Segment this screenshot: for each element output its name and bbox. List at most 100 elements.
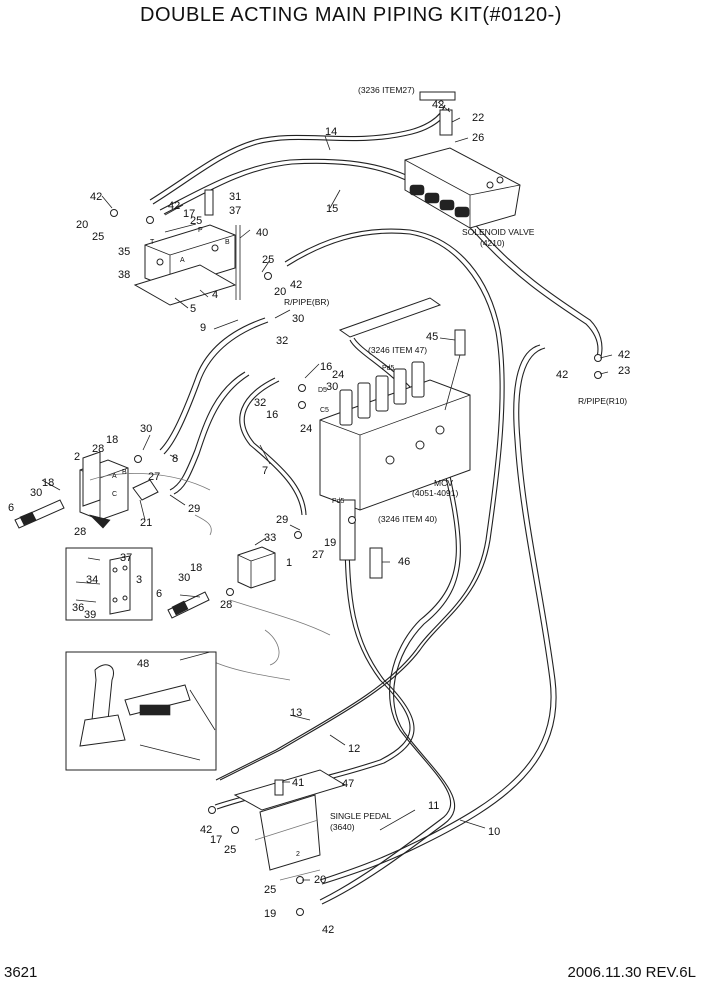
- callout-21: 21: [140, 517, 152, 529]
- callout-46: 46: [398, 556, 410, 568]
- date-revision: 2006.11.30 REV.6L: [567, 964, 696, 981]
- mcv-code: (4051-4091): [412, 488, 458, 498]
- callout-42: 42: [90, 191, 102, 203]
- callout-15: 15: [326, 203, 338, 215]
- port-a-left: A: [112, 473, 117, 480]
- callout-30: 30: [140, 423, 152, 435]
- callout-48: 48: [137, 658, 149, 670]
- fittings: [110, 209, 602, 916]
- callout-32: 32: [276, 335, 288, 347]
- block-1: [237, 546, 276, 589]
- hose-6-lower: [167, 591, 210, 619]
- callout-26: 26: [472, 132, 484, 144]
- callout-19: 19: [264, 908, 276, 920]
- callout-25: 25: [264, 884, 276, 896]
- callout-4: 4: [212, 289, 218, 301]
- callout-14: 14: [325, 126, 337, 138]
- rpipe-r10-label: R/PIPE(R10): [578, 396, 627, 406]
- callout-13: 13: [290, 707, 302, 719]
- ref-3246-40-note: (3246 ITEM 40): [378, 514, 437, 524]
- callout-31: 31: [229, 191, 241, 203]
- callout-42: 42: [556, 369, 568, 381]
- pd5-port-lower: Pd5: [332, 498, 345, 505]
- leaders: [41, 101, 613, 881]
- port-t-valve4: T: [150, 239, 155, 246]
- callout-3: 3: [136, 574, 142, 586]
- mcv-label: MCV: [434, 478, 453, 488]
- callout-18: 18: [42, 477, 54, 489]
- port-a-valve4: A: [180, 257, 185, 264]
- callout-28: 28: [74, 526, 86, 538]
- callout-42: 42: [200, 824, 212, 836]
- callout-17: 17: [210, 834, 222, 846]
- pipe-7: [239, 377, 307, 516]
- callout-34: 34: [86, 574, 98, 586]
- callout-16: 16: [266, 409, 278, 421]
- d5-port: D5: [318, 387, 327, 394]
- callout-37: 37: [229, 205, 241, 217]
- c5-port: C5: [320, 407, 329, 414]
- callout-42: 42: [432, 99, 444, 111]
- page-title: DOUBLE ACTING MAIN PIPING KIT(#0120-): [140, 4, 562, 26]
- arrow-icon: [89, 514, 111, 529]
- callout-7: 7: [262, 465, 268, 477]
- control-valve-4: [133, 189, 241, 306]
- ref-3246-47-note: (3246 ITEM 47): [368, 345, 427, 355]
- joystick-inset: [65, 651, 217, 771]
- callout-20: 20: [314, 874, 326, 886]
- port-c-left: C: [112, 491, 117, 498]
- callout-29: 29: [276, 514, 288, 526]
- callout-22: 22: [472, 112, 484, 124]
- callout-27: 27: [148, 471, 160, 483]
- callout-17: 17: [183, 208, 195, 220]
- port-b-valve4: B: [225, 239, 230, 246]
- single-pedal-label: SINGLE PEDAL: [330, 811, 392, 821]
- callout-29: 29: [188, 503, 200, 515]
- callout-41: 41: [292, 777, 304, 789]
- pipe-8: [169, 371, 250, 495]
- callout-1: 1: [286, 557, 292, 569]
- callout-8: 8: [172, 453, 178, 465]
- callout-42: 42: [618, 349, 630, 361]
- callout-6: 6: [8, 502, 14, 514]
- callout-5: 5: [190, 303, 196, 315]
- callout-35: 35: [118, 246, 130, 258]
- callout-24: 24: [332, 369, 344, 381]
- callout-9: 9: [200, 322, 206, 334]
- callout-37: 37: [120, 552, 132, 564]
- callout-10: 10: [488, 826, 500, 838]
- rpipe-br-label: R/PIPE(BR): [284, 297, 330, 307]
- callout-2: 2: [74, 451, 80, 463]
- solenoid-valve-label: SOLENOID VALVE: [462, 227, 535, 237]
- callout-16: 16: [320, 361, 332, 373]
- pipe-9: [159, 317, 269, 455]
- callout-25: 25: [190, 215, 202, 227]
- callout-36: 36: [72, 602, 84, 614]
- detail-inset: [65, 547, 153, 621]
- single-pedal: [233, 769, 347, 881]
- callout-42: 42: [322, 924, 334, 936]
- callout-19: 19: [324, 537, 336, 549]
- pressure-switch-46: [369, 547, 383, 579]
- mcv-block: [319, 297, 471, 561]
- callout-39: 39: [84, 609, 96, 621]
- port-b-left: B: [122, 469, 127, 476]
- callout-42: 42: [168, 200, 180, 212]
- selector-valve-2: [79, 451, 159, 521]
- callout-38: 38: [118, 269, 130, 281]
- solenoid-valve: [404, 91, 521, 229]
- callout-25: 25: [224, 844, 236, 856]
- callout-6: 6: [156, 588, 162, 600]
- pd5-port-upper: Pd5: [382, 365, 395, 372]
- callout-20: 20: [274, 286, 286, 298]
- port-2-pedal: 2: [296, 851, 300, 858]
- callout-32: 32: [254, 397, 266, 409]
- callout-11: 11: [428, 800, 439, 812]
- callout-45: 45: [426, 331, 438, 343]
- pipe-upper-mcv: [215, 228, 505, 781]
- callout-30: 30: [292, 313, 304, 325]
- single-pedal-code: (3640): [330, 822, 355, 832]
- callout-42: 42: [290, 279, 302, 291]
- callout-33: 33: [264, 532, 276, 544]
